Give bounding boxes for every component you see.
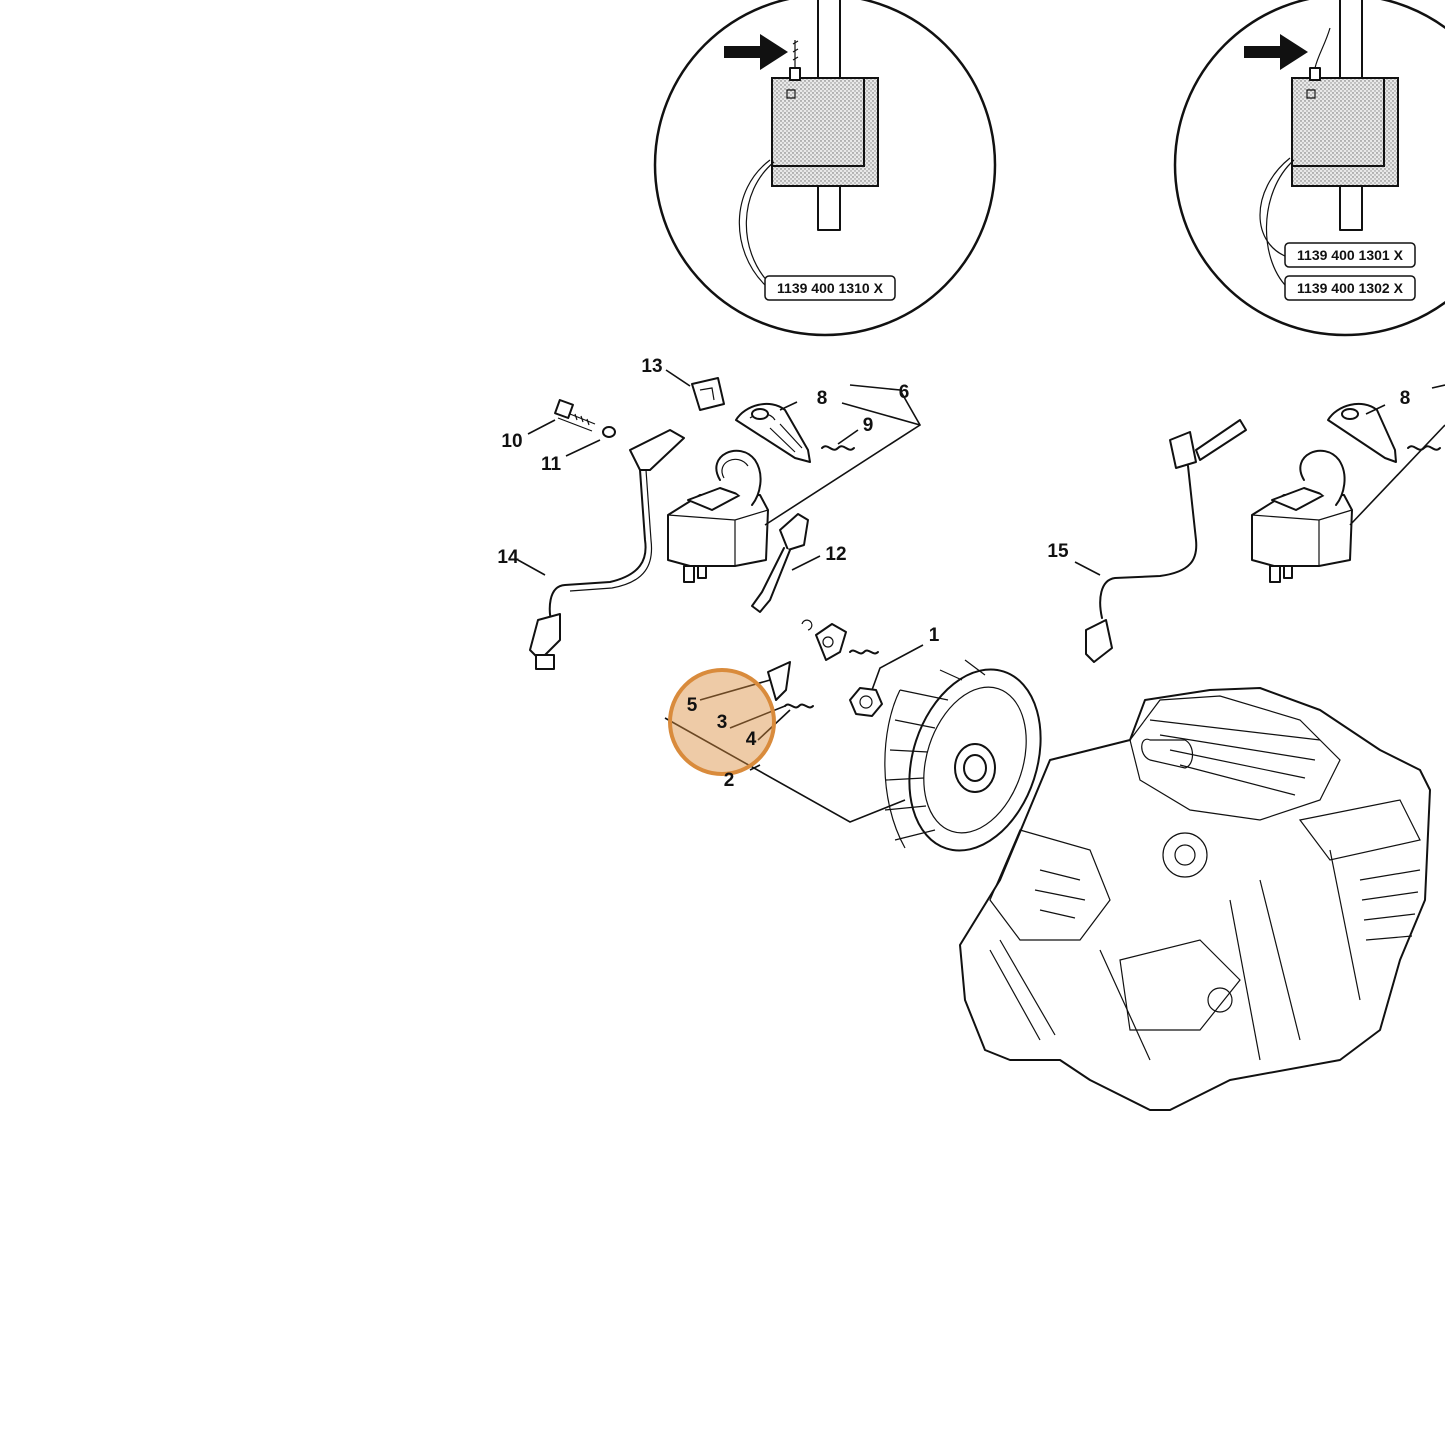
- flywheel-assembly: [767, 619, 1042, 852]
- callout-1: 1: [929, 625, 940, 646]
- callout-13: 13: [641, 356, 662, 377]
- callout-14: 14: [497, 547, 519, 568]
- callout-5: 5: [687, 695, 698, 716]
- callout-3: 3: [717, 712, 728, 733]
- engine-block-illustration: [959, 687, 1431, 1111]
- highlight-marker: [668, 668, 776, 776]
- part-number-label: 1139 400 1301 X: [1297, 247, 1404, 263]
- callout-4: 4: [746, 729, 757, 750]
- callout-labels: 13 8 6 9 10 11 12 14 15 8 1 5 3 4 2: [497, 356, 1410, 791]
- callout-9: 9: [863, 415, 874, 436]
- leader-lines: [517, 369, 1445, 823]
- ignition-module-assembly-left: [529, 377, 855, 670]
- callout-2: 2: [724, 770, 735, 791]
- callout-8: 8: [817, 388, 828, 409]
- part-number-label: 1139 400 1302 X: [1297, 280, 1404, 296]
- callout-8: 8: [1400, 388, 1411, 409]
- callout-6: 6: [899, 382, 910, 403]
- callout-15: 15: [1047, 541, 1069, 562]
- callout-12: 12: [825, 544, 846, 565]
- callout-10: 10: [501, 431, 522, 452]
- callout-11: 11: [541, 454, 562, 475]
- detail-view-right: 1139 400 1301 X 1139 400 1302 X: [1173, 0, 1445, 337]
- arrow-right-icon: [1244, 34, 1308, 70]
- ignition-module-assembly-right: [1085, 402, 1441, 663]
- arrow-right-icon: [724, 34, 788, 70]
- part-number-label: 1139 400 1310 X: [777, 280, 884, 296]
- detail-view-left: 1139 400 1310 X: [653, 0, 997, 337]
